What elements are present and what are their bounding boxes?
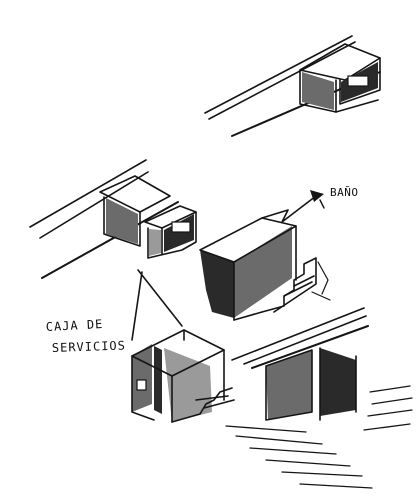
sketch-wall-stairs: [199, 217, 331, 321]
sketch-two-boxes: [29, 159, 197, 341]
sketch-box-stairs: [131, 329, 235, 423]
sketch-wall-ground: [225, 307, 413, 489]
caja-servicios-annotation: CAJA DE SERVICIOS: [45, 317, 126, 355]
caja-label-line2: SERVICIOS: [52, 338, 126, 355]
sketch-service-box-wall: [204, 35, 381, 137]
bano-annotation: BAÑO: [261, 186, 359, 223]
bano-label: BAÑO: [330, 186, 359, 199]
caja-label-line1: CAJA DE: [45, 317, 103, 334]
